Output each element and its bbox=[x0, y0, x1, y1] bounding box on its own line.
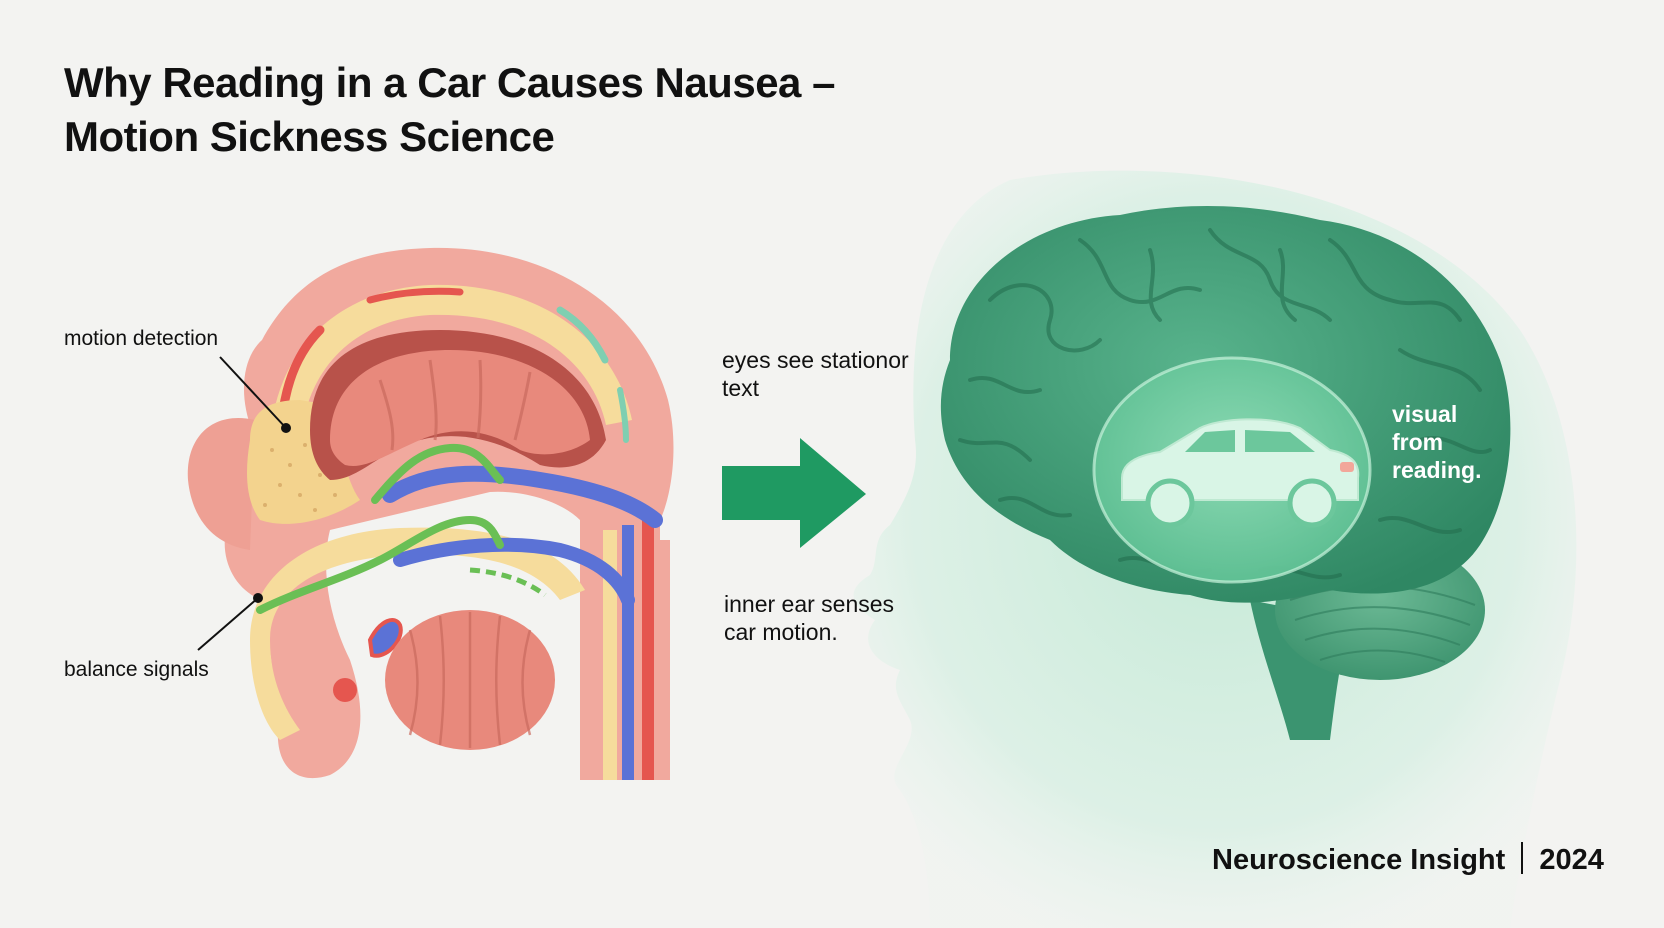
page-title: Why Reading in a Car Causes Nausea – Mot… bbox=[64, 56, 835, 164]
footer-year: 2024 bbox=[1539, 844, 1604, 876]
footer-source: Neuroscience Insight bbox=[1212, 844, 1506, 876]
leader-line-bottom bbox=[197, 593, 263, 651]
label-inner-ear-senses: inner ear senses car motion. bbox=[724, 591, 895, 645]
inner-ear-diagram bbox=[187, 247, 674, 780]
car-icon bbox=[1121, 418, 1360, 528]
label-motion-detection: motion detection bbox=[64, 327, 219, 350]
leader-line-top bbox=[219, 356, 291, 433]
label-visual-from-reading: visual from reading. bbox=[1392, 401, 1482, 483]
footer-credit: Neuroscience Insight 2024 bbox=[1212, 842, 1604, 877]
title-line-2: Motion Sickness Science bbox=[64, 113, 555, 160]
title-line-1: Why Reading in a Car Causes Nausea – bbox=[64, 59, 835, 106]
footer-separator bbox=[1521, 842, 1524, 874]
arrow-right-icon bbox=[722, 438, 866, 548]
label-eyes-see: eyes see stationor text bbox=[722, 347, 909, 401]
label-balance-signals: balance signals bbox=[64, 658, 209, 681]
